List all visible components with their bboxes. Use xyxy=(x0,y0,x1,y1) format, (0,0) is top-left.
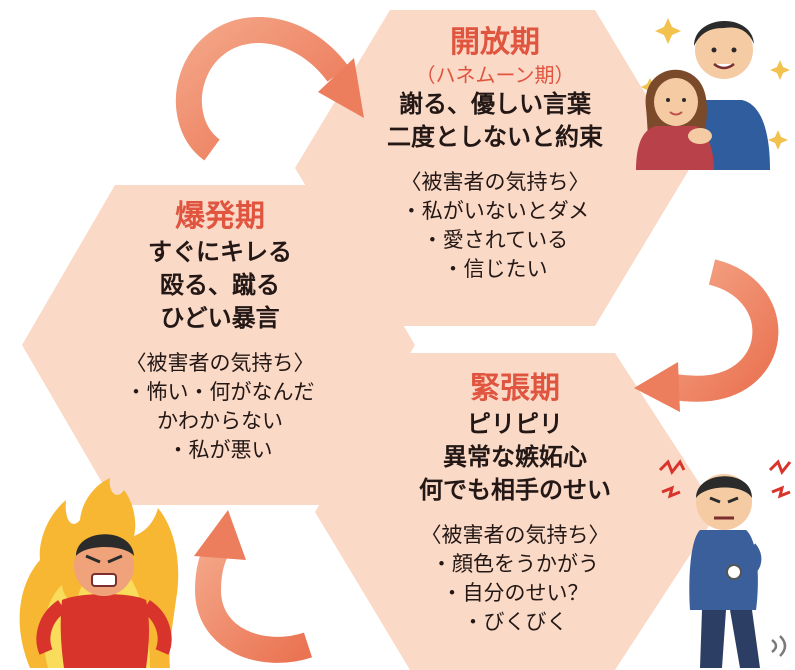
phase-honeymoon-feeling: ・私がいないとダメ xyxy=(400,198,590,223)
phase-tension-title: 緊張期 xyxy=(470,371,560,406)
phase-honeymoon-title: 開放期 xyxy=(450,25,540,60)
phase-explosion-feeling: かわからない xyxy=(157,408,283,433)
phase-honeymoon-feeling: ・愛されている xyxy=(421,227,569,252)
phase-honeymoon-line: 謝る、優しい言葉 xyxy=(399,89,591,118)
phase-tension: 緊張期 ピリピリ 異常な嫉妬心 何でも相手のせい 〈被害者の気持ち〉 ・顔色をう… xyxy=(365,370,665,637)
couple-illustration xyxy=(636,18,790,170)
phase-explosion-title: 爆発期 xyxy=(175,199,265,234)
phase-tension-line: ピリピリ xyxy=(467,409,563,438)
phase-tension-line: 何でも相手のせい xyxy=(419,475,611,504)
phase-explosion-line: ひどい暴言 xyxy=(160,303,280,332)
hexagon-explosion xyxy=(22,185,415,505)
phase-explosion: 爆発期 すぐにキレる 殴る、蹴る ひどい暴言 〈被害者の気持ち〉 ・怖い・何がな… xyxy=(60,198,380,465)
angry-man-illustration xyxy=(19,478,179,668)
phase-honeymoon-feelings-header: 〈被害者の気持ち〉 xyxy=(400,169,590,194)
anger-mark-icon xyxy=(658,459,792,499)
phase-explosion-feeling: ・怖い・何がなんだ xyxy=(125,379,315,404)
phase-explosion-feeling: ・私が悪い xyxy=(167,437,273,462)
tense-man-illustration xyxy=(658,459,792,668)
phase-tension-line: 異常な嫉妬心 xyxy=(443,442,587,471)
phase-explosion-feelings-header: 〈被害者の気持ち〉 xyxy=(125,350,315,375)
phase-explosion-line: 殴る、蹴る xyxy=(160,270,280,299)
phase-honeymoon-feeling: ・信じたい xyxy=(442,256,548,281)
arrow-honeymoon-to-tension xyxy=(634,259,779,412)
arrow-explosion-to-honeymoon xyxy=(175,16,364,161)
phase-tension-feeling: ・顔色をうかがう xyxy=(431,551,599,576)
hexagon-tension xyxy=(315,353,718,670)
phase-tension-feeling: ・自分のせい？ xyxy=(441,580,589,605)
phase-explosion-line: すぐにキレる xyxy=(148,237,292,266)
phase-tension-feeling: ・びくびく xyxy=(462,609,568,634)
phase-honeymoon-line: 二度としないと約束 xyxy=(387,122,603,151)
phase-honeymoon: 開放期 （ハネムーン期） 謝る、優しい言葉 二度としないと約束 〈被害者の気持ち… xyxy=(345,24,645,284)
watch-icon xyxy=(726,564,742,580)
phase-tension-feelings-header: 〈被害者の気持ち〉 xyxy=(420,522,610,547)
arrow-tension-to-explosion xyxy=(194,510,313,663)
hexagon-honeymoon xyxy=(295,10,690,326)
phase-honeymoon-subtitle: （ハネムーン期） xyxy=(415,62,575,87)
